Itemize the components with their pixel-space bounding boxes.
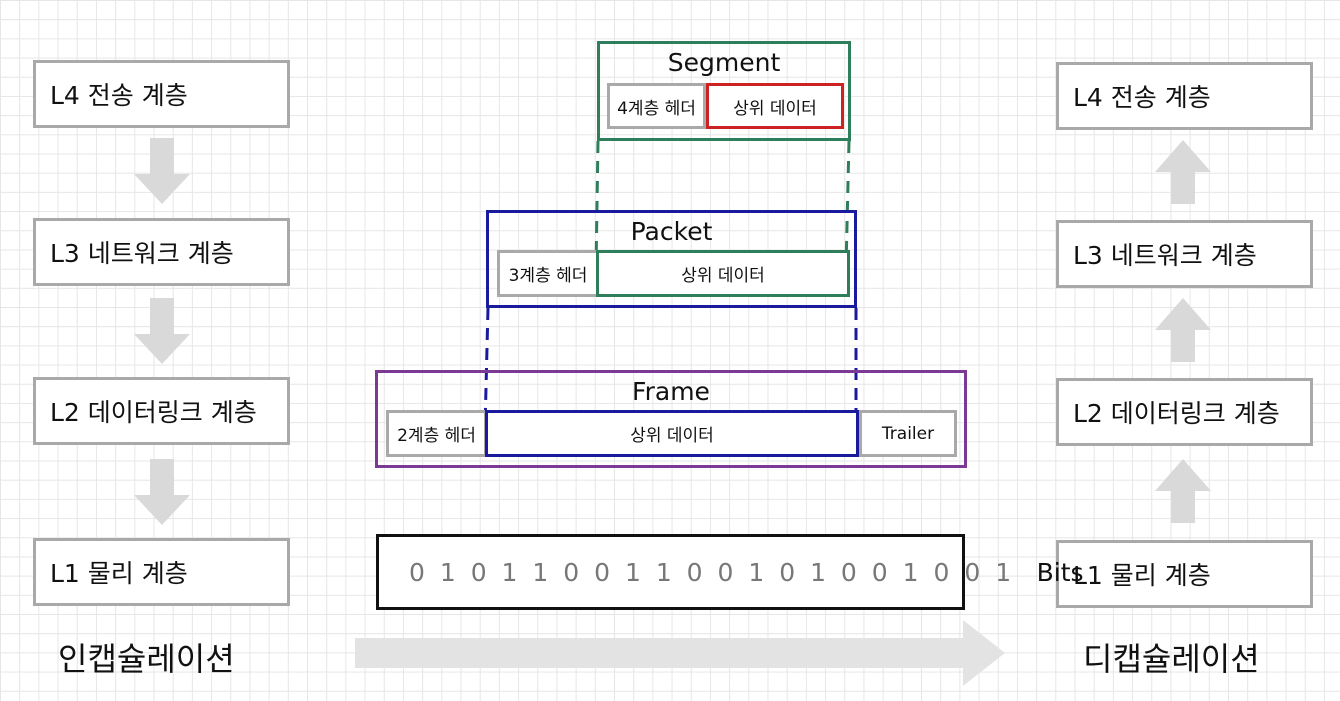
bits-label: Bits <box>1036 557 1084 587</box>
encap-layer-l1-label: L1 물리 계층 <box>50 559 188 588</box>
segment-header-label: 4계층 헤더 <box>617 98 696 119</box>
encap-layer-l4: L4 전송 계층 <box>33 60 290 128</box>
packet-box: Packet 3계층 헤더 상위 데이터 <box>486 210 857 308</box>
up-arrow-icon <box>1155 298 1211 362</box>
down-arrow-icon <box>134 138 190 204</box>
encap-layer-l1: L1 물리 계층 <box>33 538 290 606</box>
frame-header: 2계층 헤더 <box>386 410 487 457</box>
decap-layer-l2-label: L2 데이터링크 계층 <box>1073 399 1280 428</box>
segment-label: Segment <box>667 48 781 77</box>
decap-layer-l4: L4 전송 계층 <box>1056 62 1313 130</box>
packet-label: Packet <box>630 217 713 246</box>
decap-layer-l2: L2 데이터링크 계층 <box>1056 378 1313 446</box>
up-arrow-icon <box>1155 459 1211 523</box>
encap-layer-l3-label: L3 네트워크 계층 <box>50 239 234 268</box>
segment-box: Segment 4계층 헤더 상위 데이터 <box>597 41 851 141</box>
decap-layer-l3-label: L3 네트워크 계층 <box>1073 241 1257 270</box>
bits-box: 0 1 0 1 1 0 0 1 1 0 0 1 0 1 0 0 1 0 0 1 … <box>376 534 1084 610</box>
packet-header: 3계층 헤더 <box>497 250 599 297</box>
frame-box: Frame 2계층 헤더 상위 데이터 Trailer <box>375 370 967 468</box>
encap-layer-l3: L3 네트워크 계층 <box>33 218 290 286</box>
down-arrow-icon <box>134 298 190 364</box>
frame-header-label: 2계층 헤더 <box>397 426 476 446</box>
packet-data-label: 상위 데이터 <box>681 266 765 286</box>
segment-data-label: 상위 데이터 <box>733 98 817 119</box>
decap-layer-l3: L3 네트워크 계층 <box>1056 220 1313 288</box>
down-arrow-icon <box>134 459 190 525</box>
encapsulation-title: 인캡슐레이션 <box>58 640 235 678</box>
frame-data: 상위 데이터 <box>485 410 859 457</box>
segment-data: 상위 데이터 <box>706 83 844 129</box>
right-arrow-icon <box>355 620 1005 686</box>
encap-layer-l4-label: L4 전송 계층 <box>50 81 188 110</box>
decap-layer-l4-label: L4 전송 계층 <box>1073 83 1211 112</box>
frame-trailer-label: Trailer <box>881 423 935 444</box>
bits-digits: 0 1 0 1 1 0 0 1 1 0 0 1 0 1 0 0 1 0 0 1 <box>409 557 1015 587</box>
encap-layer-l2: L2 데이터링크 계층 <box>33 377 290 445</box>
segment-connector-left <box>594 140 600 269</box>
frame-trailer: Trailer <box>859 410 957 457</box>
decap-layer-l1-label: L1 물리 계층 <box>1073 561 1211 590</box>
segment-connector-right <box>844 140 851 269</box>
encap-layer-l2-label: L2 데이터링크 계층 <box>50 398 257 427</box>
packet-header-label: 3계층 헤더 <box>508 266 588 286</box>
frame-data-label: 상위 데이터 <box>630 426 714 446</box>
frame-label: Frame <box>632 377 710 406</box>
decapsulation-title: 디캡슐레이션 <box>1083 640 1260 678</box>
segment-header: 4계층 헤더 <box>607 83 706 129</box>
decap-layer-l1: L1 물리 계층 <box>1056 540 1313 608</box>
packet-data: 상위 데이터 <box>596 250 850 297</box>
up-arrow-icon <box>1155 140 1211 204</box>
packet-connector-left <box>483 307 490 429</box>
